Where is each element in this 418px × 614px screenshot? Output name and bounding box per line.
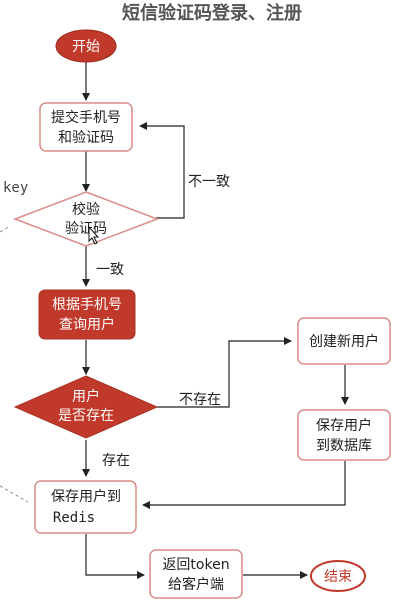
end-node: 结束: [310, 560, 366, 592]
query-label-line2: 查询用户: [59, 316, 115, 333]
end-label: 结束: [324, 569, 352, 585]
submit-label-line1: 提交手机号: [51, 109, 121, 126]
edge-savedb-to-saveredis: [142, 461, 346, 509]
edge-label-exist: 存在: [102, 453, 130, 469]
edge-label-inconsistent: 不一致: [188, 174, 230, 190]
verify-code-decision: 校验 验证码: [12, 191, 160, 247]
partial-dashed-line-top: [0, 225, 11, 233]
saveredis-label-line2: Redis: [53, 510, 95, 526]
exists-label-line1: 用户: [72, 388, 100, 405]
edge-verify-inconsistent-loop: [139, 122, 185, 219]
verify-label-line2: 验证码: [65, 221, 107, 237]
edge-saveredis-to-return: [85, 534, 145, 579]
savedb-label-line2: 到数据库: [316, 438, 372, 454]
save-user-redis-box: 保存用户到 Redis: [34, 480, 137, 534]
save-user-db-box: 保存用户 到数据库: [297, 409, 391, 461]
return-label-line1: 返回token: [162, 557, 229, 573]
start-label: 开始: [72, 39, 100, 55]
savedb-label-line1: 保存用户: [316, 417, 372, 434]
create-user-box: 创建新用户: [297, 317, 391, 365]
verify-label-line1: 校验: [72, 201, 100, 218]
exists-label-line2: 是否存在: [58, 408, 114, 424]
create-user-label: 创建新用户: [309, 333, 379, 350]
diagram-title: 短信验证码登录、注册: [122, 2, 302, 24]
query-user-box: 根据手机号 查询用户: [38, 289, 136, 340]
edge-exists-not-exist: [157, 337, 292, 408]
query-label-line1: 根据手机号: [52, 297, 122, 313]
return-token-box: 返回token 给客户端: [149, 549, 243, 599]
partial-dashed-line-bottom: [0, 485, 29, 503]
mouse-cursor-icon: [88, 225, 100, 245]
submit-phone-code-box: 提交手机号 和验证码: [39, 102, 133, 152]
user-exists-decision: 用户 是否存在: [13, 375, 159, 439]
edge-label-not-exist: 不存在: [179, 392, 221, 408]
submit-label-line2: 和验证码: [58, 130, 114, 146]
start-node: 开始: [55, 29, 117, 63]
saveredis-label-line1: 保存用户到: [51, 488, 121, 505]
return-label-line2: 给客户端: [168, 576, 224, 593]
edge-label-consistent: 一致: [96, 262, 124, 278]
partial-left-label: key: [3, 180, 28, 196]
